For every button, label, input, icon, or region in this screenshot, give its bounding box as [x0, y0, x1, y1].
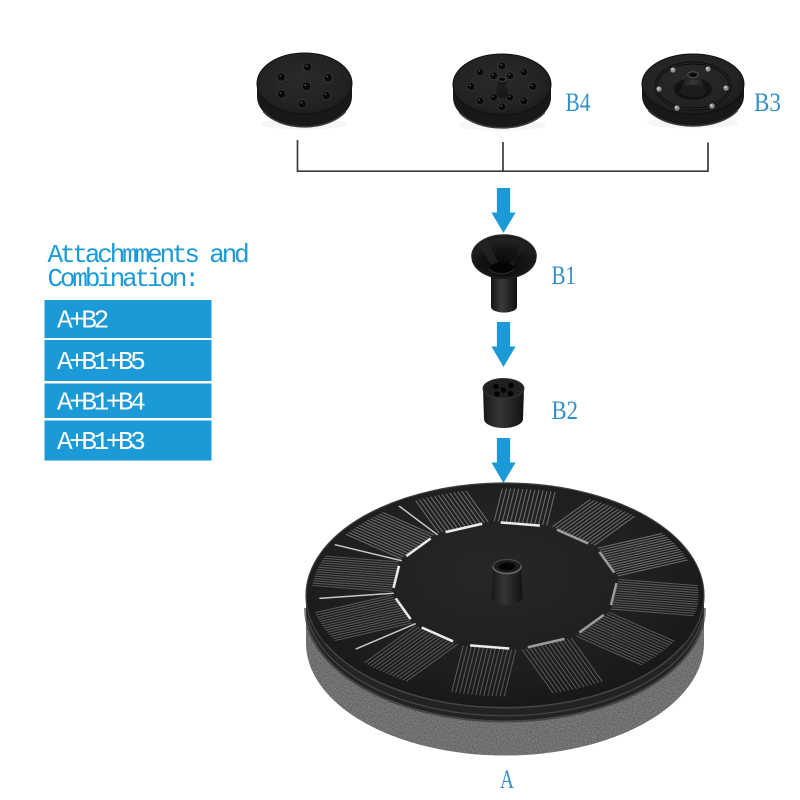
svg-text:A: A — [500, 765, 514, 794]
svg-text:B4: B4 — [566, 88, 591, 117]
svg-text:Attachmments and: Attachmments and — [48, 240, 249, 270]
svg-text:A+B1+B5: A+B1+B5 — [57, 347, 144, 377]
svg-text:Combination:: Combination: — [48, 264, 197, 294]
svg-text:B2: B2 — [552, 396, 579, 425]
svg-text:A+B1+B4: A+B1+B4 — [57, 387, 145, 417]
svg-text:A+B1+B3: A+B1+B3 — [57, 427, 144, 457]
svg-text:B1: B1 — [552, 261, 577, 290]
svg-text:B3: B3 — [754, 88, 781, 117]
svg-text:A+B2: A+B2 — [57, 306, 108, 336]
